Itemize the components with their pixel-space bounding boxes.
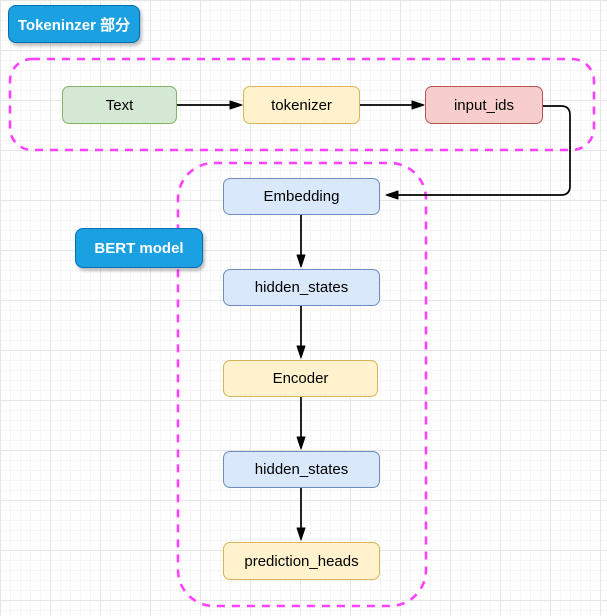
node-text: Text bbox=[62, 86, 177, 124]
tokenizer-section-label: Tokeninzer 部分 bbox=[8, 5, 140, 43]
tokenizer-section-container bbox=[8, 57, 596, 152]
node-tokenizer: tokenizer bbox=[243, 86, 360, 124]
node-embedding: Embedding bbox=[223, 178, 380, 215]
node-input-ids: input_ids bbox=[425, 86, 543, 124]
node-hidden-states-2: hidden_states bbox=[223, 451, 380, 488]
arrow-input-ids-to-embedding bbox=[385, 105, 571, 200]
bert-model-label: BERT model bbox=[75, 228, 203, 268]
node-prediction-heads: prediction_heads bbox=[223, 542, 380, 580]
node-hidden-states-1: hidden_states bbox=[223, 269, 380, 306]
node-encoder: Encoder bbox=[223, 360, 378, 397]
